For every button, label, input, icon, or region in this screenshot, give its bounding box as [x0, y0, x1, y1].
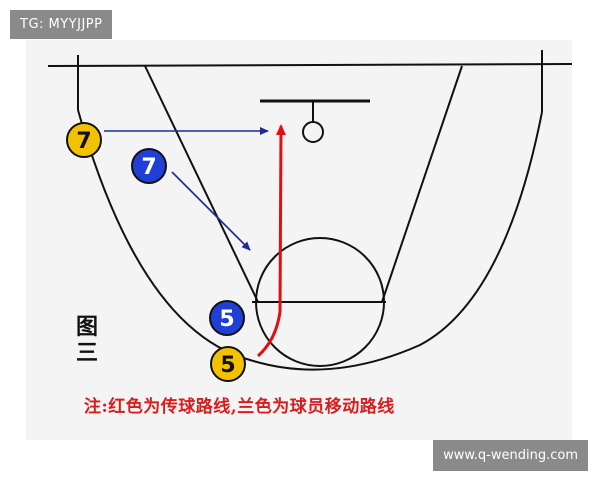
player-marker	[210, 346, 246, 382]
three-point-arc	[77, 109, 543, 371]
player-number: 7	[141, 155, 156, 180]
lane-right-line	[381, 65, 463, 303]
player-blue-5: 5	[209, 300, 245, 336]
player-yellow-7: 7	[66, 122, 102, 158]
free-throw-circle	[255, 237, 385, 367]
figure-label: 图三	[75, 314, 98, 366]
player-blue-7: 7	[131, 148, 167, 184]
legend-note: 注:红色为传球路线,兰色为球员移动路线	[84, 397, 395, 417]
player-marker	[209, 300, 245, 336]
player-marker	[131, 148, 167, 184]
player-yellow-5: 5	[210, 346, 246, 382]
watermark-top: TG: MYYJJPP	[10, 10, 113, 39]
player-number: 7	[76, 129, 91, 154]
pass-route	[256, 124, 286, 358]
watermark-bottom: www.q-wending.com	[433, 440, 588, 471]
basket-rim	[302, 121, 324, 143]
baseline	[47, 63, 573, 67]
lane-left-line	[144, 65, 259, 303]
player-number: 5	[220, 353, 235, 378]
player-marker	[66, 122, 102, 158]
player-number: 5	[219, 307, 234, 332]
diagram-background	[26, 40, 572, 440]
route-blue-7-cut	[171, 171, 251, 251]
